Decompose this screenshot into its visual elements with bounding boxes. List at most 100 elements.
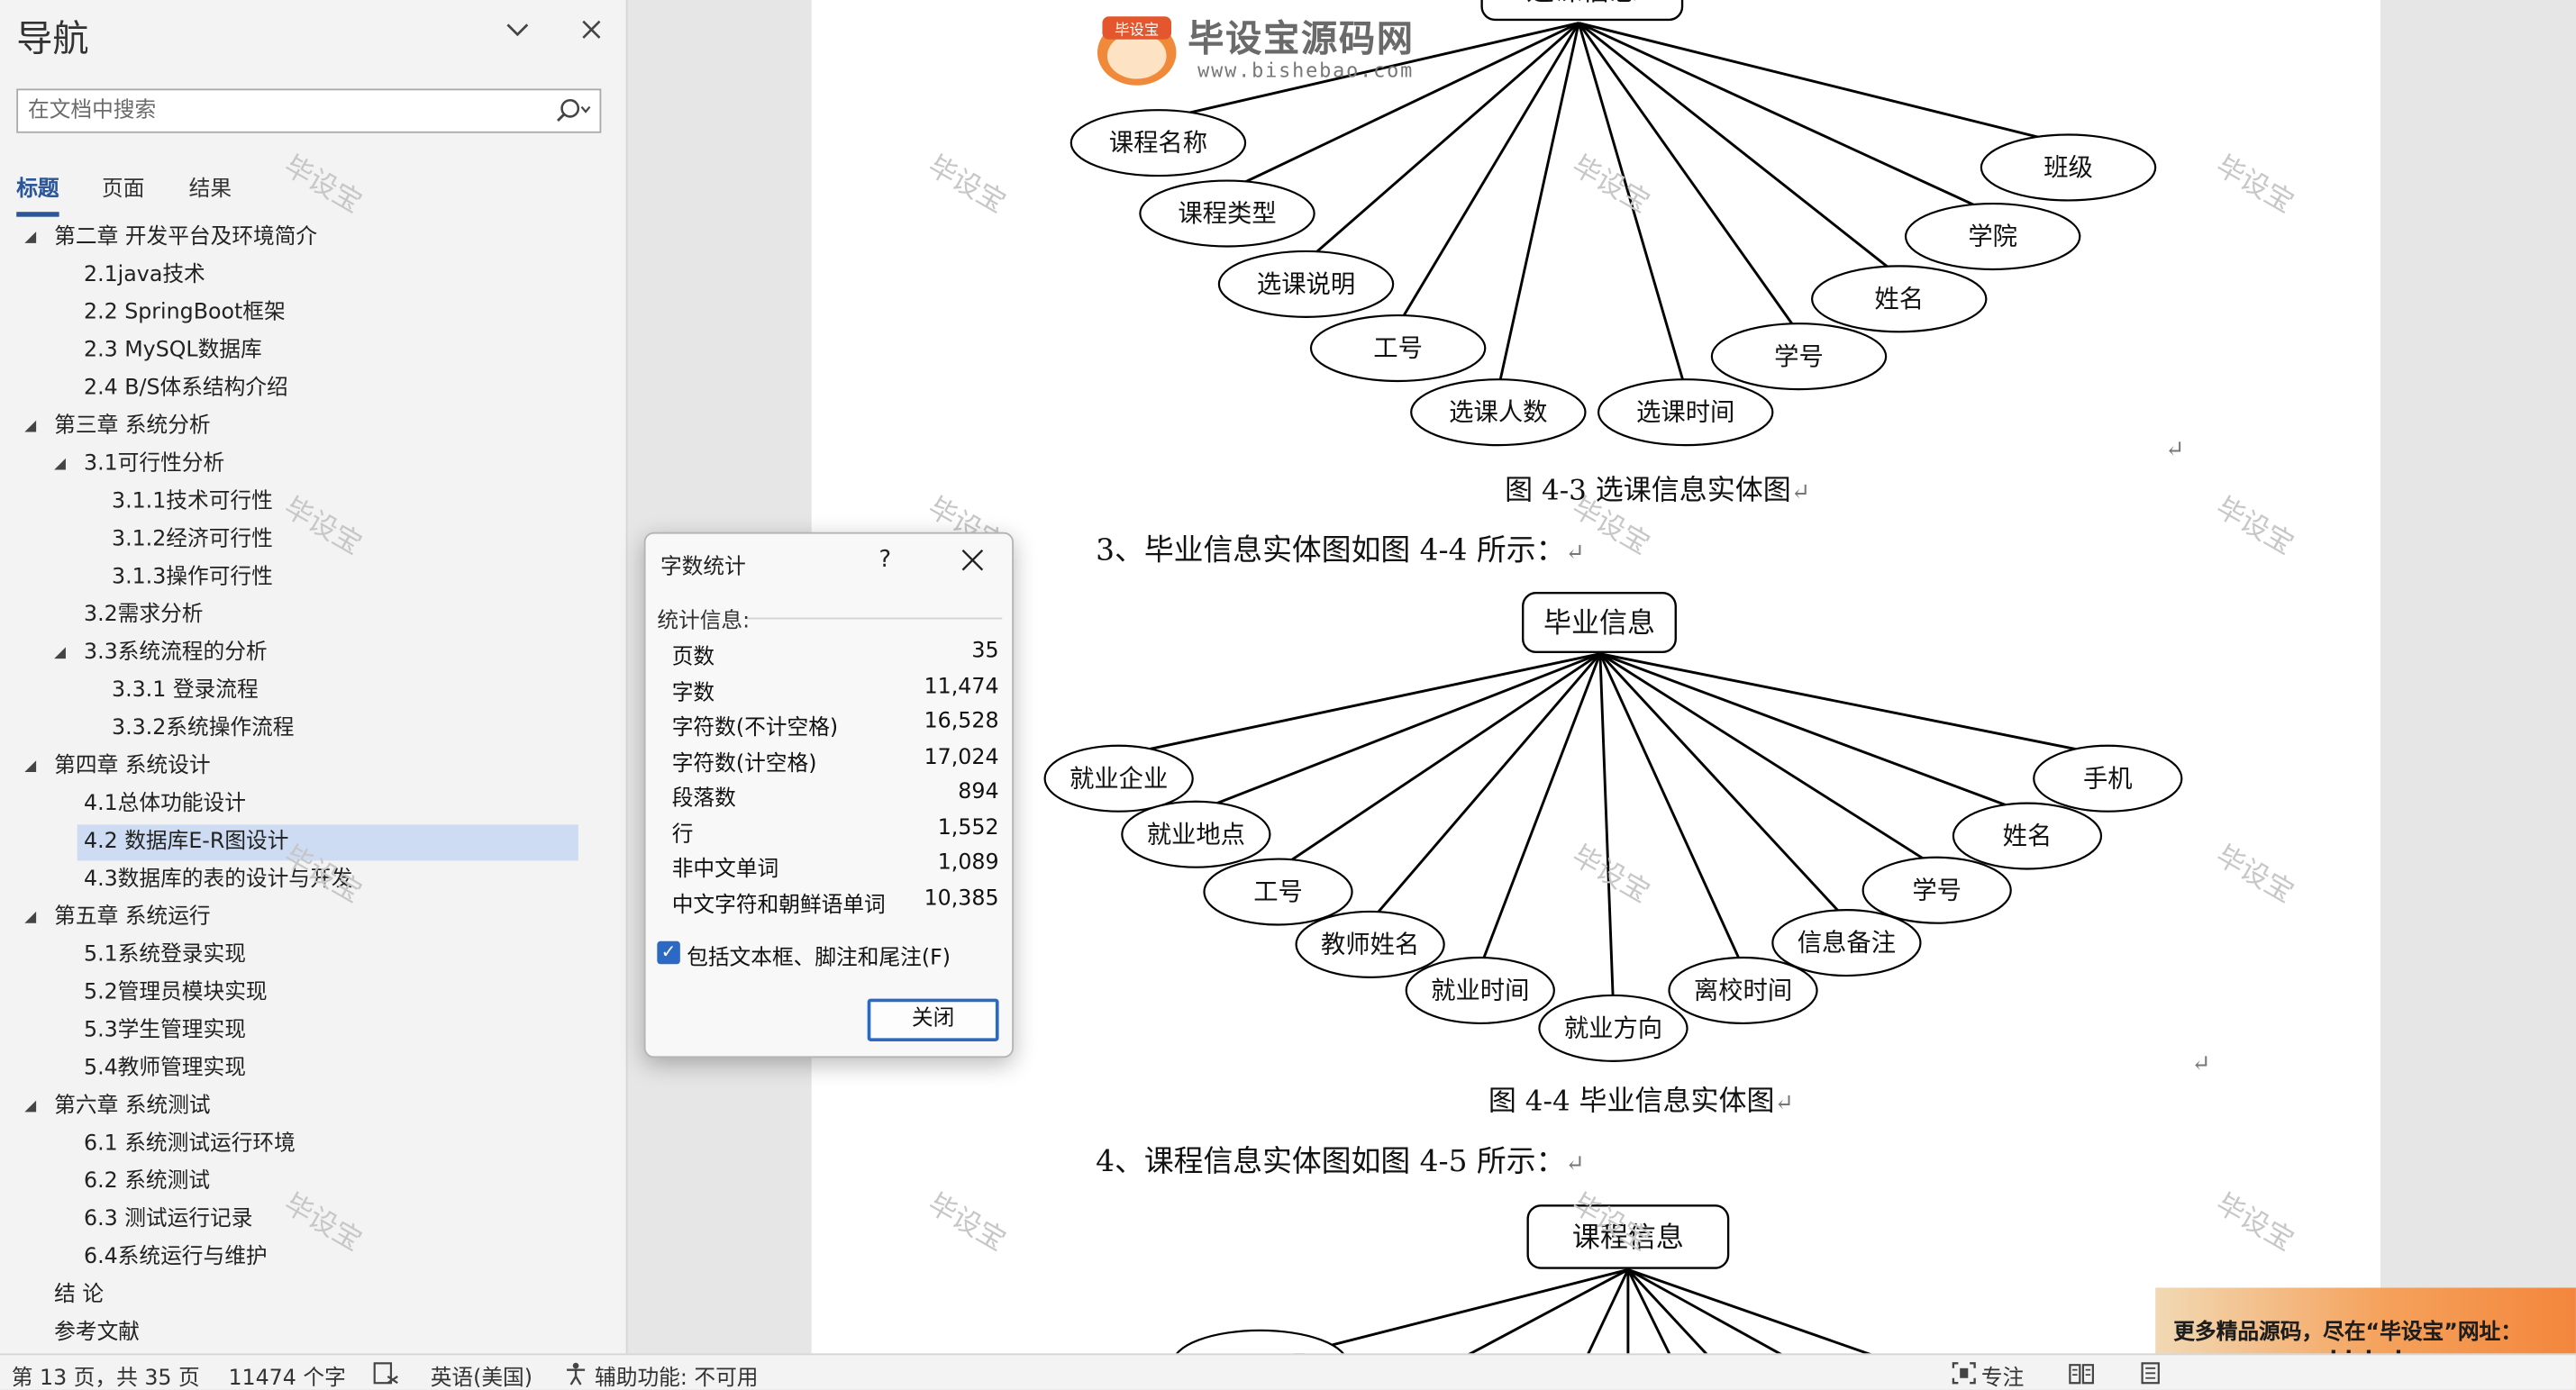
nav-heading-item[interactable]: 3.1可行性分析: [83, 451, 225, 477]
er-relationship-line: [1578, 22, 1900, 277]
er-attribute-ellipse: [1405, 956, 1555, 1025]
er-relationship-line: [1397, 22, 1580, 326]
word-count-status[interactable]: 11474 个字: [228, 1366, 346, 1390]
er-attribute-ellipse: [2033, 744, 2183, 813]
er-relationship-line: [1578, 22, 1994, 215]
stat-value: 1,089: [937, 850, 999, 876]
er-attribute-label: 姓名: [1874, 286, 1924, 313]
close-pane-icon[interactable]: [575, 16, 607, 49]
collapse-caret-icon[interactable]: [22, 1099, 38, 1119]
focus-mode-label[interactable]: 专注: [1980, 1366, 2025, 1390]
nav-heading-item[interactable]: 5.3学生管理实现: [83, 1018, 246, 1043]
stat-value: 35: [971, 639, 999, 664]
stat-value: 894: [958, 780, 999, 805]
nav-heading-item[interactable]: 3.2需求分析: [83, 603, 204, 628]
nav-heading-item[interactable]: 2.3 MySQL数据库: [83, 338, 262, 363]
nav-heading-item[interactable]: 参考文献: [54, 1320, 141, 1346]
nav-heading-item[interactable]: 2.2 SpringBoot框架: [83, 300, 286, 326]
nav-heading-item[interactable]: 2.1java技术: [83, 262, 205, 288]
search-input[interactable]: [18, 90, 512, 132]
nav-heading-item[interactable]: 3.1.1技术可行性: [111, 489, 273, 514]
nav-heading-item[interactable]: 3.3系统流程的分析: [83, 640, 268, 666]
er-attribute-label: 选课人数: [1449, 399, 1547, 427]
er-relationship-line: [1277, 652, 1601, 870]
document-area: 选课信息课程名称课程类型选课说明工号选课人数选课时间学号姓名学院班级毕业信息就业…: [629, 0, 2576, 1354]
er-attribute-label: 课程类型: [1178, 200, 1276, 228]
nav-heading-item[interactable]: 第四章 系统设计: [54, 753, 211, 779]
nav-heading-item[interactable]: 4.3数据库的表的设计与开发: [83, 867, 353, 893]
stat-label: 非中文单词: [671, 857, 779, 883]
document-page: 选课信息课程名称课程类型选课说明工号选课人数选课时间学号姓名学院班级毕业信息就业…: [811, 0, 2380, 1354]
nav-heading-item[interactable]: 6.2 系统测试: [83, 1169, 211, 1195]
collapse-caret-icon[interactable]: [22, 759, 38, 778]
collapse-caret-icon[interactable]: [22, 419, 38, 439]
tab-results[interactable]: 结果: [188, 177, 232, 203]
nav-heading-item[interactable]: 5.2管理员模块实现: [83, 980, 268, 1005]
tab-headings[interactable]: 标题: [16, 171, 59, 217]
collapse-caret-icon[interactable]: [22, 230, 38, 250]
close-button[interactable]: 关闭: [867, 998, 999, 1041]
er-relationship-line: [1497, 23, 1580, 390]
nav-heading-item[interactable]: 3.1.2经济可行性: [111, 527, 273, 552]
er-entity-box: [1522, 592, 1677, 654]
search-icon[interactable]: [553, 94, 593, 128]
er-relationship-line: [1479, 653, 1602, 968]
nav-heading-item[interactable]: 5.4教师管理实现: [83, 1056, 246, 1081]
language-status[interactable]: 英语(美国): [430, 1366, 533, 1390]
close-icon: [961, 549, 984, 571]
stat-label: 段落数: [671, 786, 736, 812]
nav-heading-item[interactable]: 3.1.3操作可行性: [111, 565, 273, 590]
nav-heading-item[interactable]: 6.1 系统测试运行环境: [83, 1131, 296, 1157]
er-attribute-ellipse: [1121, 800, 1271, 868]
chevron-down-icon[interactable]: [501, 16, 533, 49]
er-attribute-ellipse: [1904, 202, 2081, 271]
nav-heading-item[interactable]: 结 论: [54, 1282, 105, 1308]
er-relationship-line: [1599, 652, 2108, 758]
nav-heading-item[interactable]: 3.3.1 登录流程: [111, 678, 259, 704]
er-attribute-label: 就业地点: [1147, 821, 1245, 849]
er-attribute-label: 学号: [1774, 343, 1824, 371]
statistics-heading: 统计信息:: [657, 609, 751, 634]
print-layout-icon[interactable]: [2139, 1362, 2162, 1390]
proofing-icon[interactable]: [373, 1362, 399, 1390]
page-count-status[interactable]: 第 13 页，共 35 页: [11, 1366, 200, 1390]
nav-heading-item[interactable]: 2.4 B/S体系结构介绍: [83, 376, 288, 401]
er-attribute-label: 离校时间: [1694, 977, 1792, 1005]
nav-heading-item[interactable]: 5.1系统登录实现: [83, 942, 246, 968]
nav-heading-item[interactable]: 4.2 数据库E-R图设计: [83, 829, 289, 855]
er-attribute-label: 班级: [2044, 154, 2093, 182]
er-relationship-line: [1118, 652, 1601, 758]
er-entity-label: 选课信息: [1526, 0, 1638, 7]
tab-pages[interactable]: 页面: [102, 177, 145, 203]
collapse-caret-icon[interactable]: [22, 910, 38, 930]
dialog-close-button[interactable]: [954, 542, 990, 578]
nav-heading-item[interactable]: 3.3.2系统操作流程: [111, 715, 295, 741]
read-mode-icon[interactable]: [2069, 1362, 2095, 1390]
nav-heading-item[interactable]: 第六章 系统测试: [54, 1094, 211, 1119]
nav-heading-item[interactable]: 第五章 系统运行: [54, 904, 211, 930]
collapse-caret-icon[interactable]: [51, 646, 68, 666]
help-button[interactable]: ?: [878, 547, 892, 574]
er-attribute-ellipse: [1070, 109, 1247, 177]
focus-mode-icon[interactable]: [1952, 1362, 1976, 1390]
collapse-caret-icon[interactable]: [51, 457, 68, 477]
nav-heading-item[interactable]: 4.1总体功能设计: [83, 791, 246, 817]
paragraph-mark: ↵: [2165, 436, 2185, 464]
er-relationship-line: [1195, 652, 1601, 813]
accessibility-status[interactable]: 辅助功能: 不可用: [595, 1366, 759, 1390]
nav-heading-item[interactable]: 6.3 测试运行记录: [83, 1207, 253, 1232]
nav-heading-item[interactable]: 第二章 开发平台及环境简介: [54, 224, 318, 250]
er-attribute-label: 课程名称: [1109, 130, 1207, 158]
stat-value: 17,024: [924, 744, 999, 770]
include-textboxes-label[interactable]: 包括文本框、脚注和尾注(F): [687, 946, 951, 971]
er-relationship-line: [1468, 1268, 1629, 1354]
status-bar: 第 13 页，共 35 页 11474 个字 英语(美国) 辅助功能: 不可用 …: [0, 1353, 2576, 1390]
er-relationship-line: [1578, 22, 2069, 146]
nav-heading-item[interactable]: 6.4系统运行与维护: [83, 1245, 268, 1270]
accessibility-icon[interactable]: [563, 1362, 587, 1390]
er-attribute-label: 学院: [1968, 223, 2017, 251]
include-textboxes-checkbox[interactable]: ✓: [657, 940, 680, 965]
er-attribute-ellipse: [1203, 858, 1353, 926]
er-attribute-ellipse: [1295, 910, 1445, 978]
nav-heading-item[interactable]: 第三章 系统分析: [54, 413, 211, 439]
